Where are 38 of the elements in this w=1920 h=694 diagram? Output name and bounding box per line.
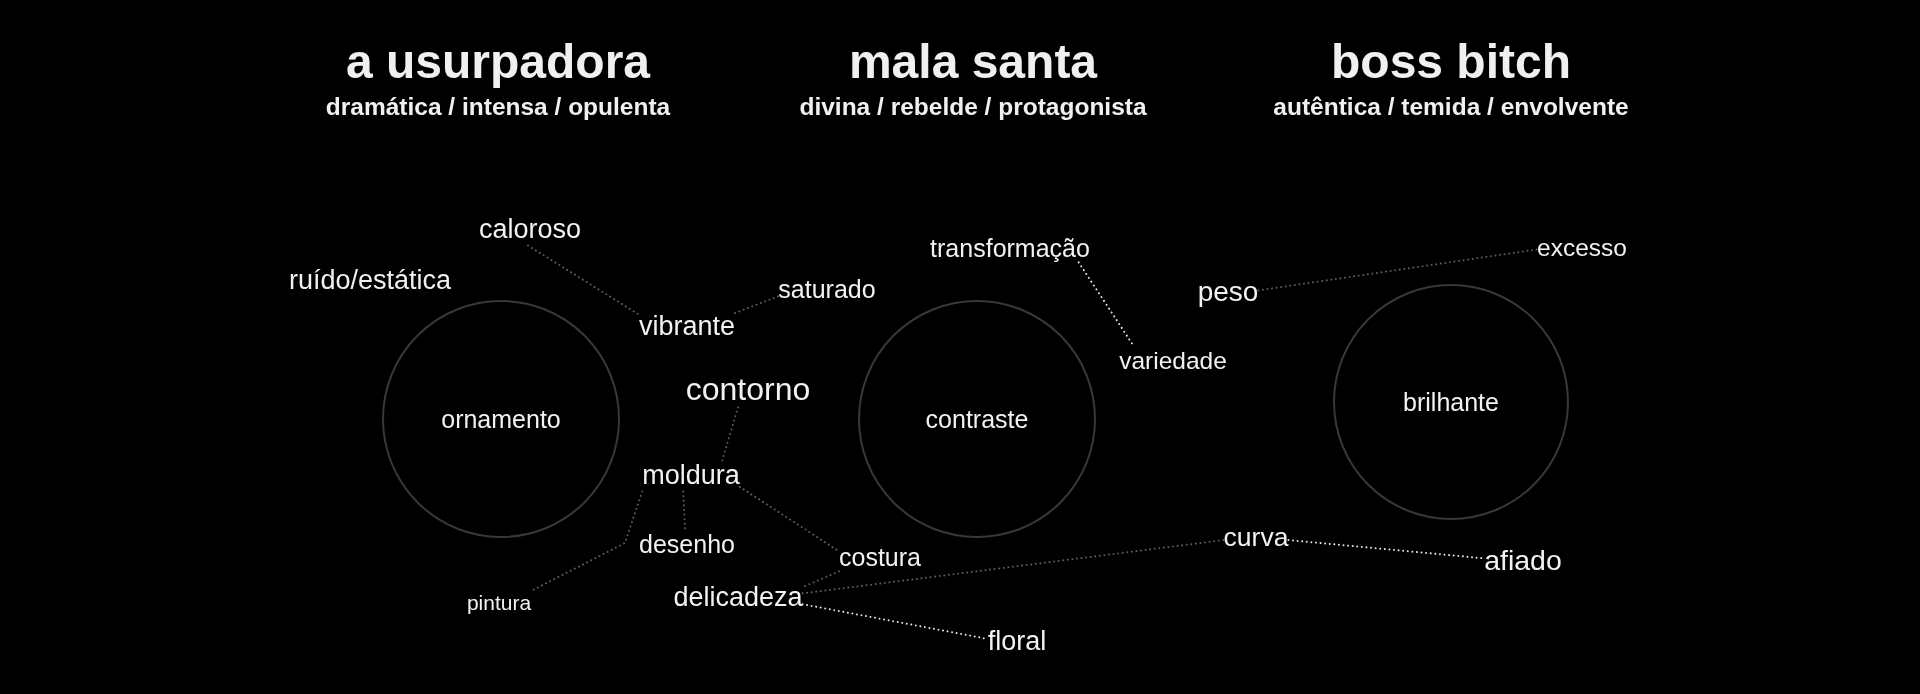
keyword-text: excesso	[1537, 233, 1627, 263]
keyword-text: costura	[839, 542, 921, 572]
keyword-text: desenho	[639, 529, 735, 559]
dotted-connector	[526, 244, 640, 316]
concept-circle	[382, 300, 620, 538]
keyword-text: brilhante	[1403, 387, 1499, 417]
heading: a usurpadora	[345, 35, 651, 89]
keyword-text: ornamento	[441, 404, 561, 434]
dotted-connector	[682, 490, 687, 531]
keyword-text: variedade	[1119, 346, 1227, 376]
keyword-text: curva	[1223, 521, 1289, 553]
keyword-text: contorno	[685, 370, 811, 408]
keyword-text: caloroso	[478, 214, 582, 246]
keyword-text: afiado	[1484, 543, 1562, 577]
dotted-connector	[530, 490, 644, 592]
keyword-text: floral	[987, 626, 1047, 658]
dotted-connector	[738, 485, 840, 553]
subheading: dramática / intensa / opulenta	[325, 93, 671, 121]
subheading: divina / rebelde / protagonista	[799, 93, 1147, 121]
keyword-text: delicadeza	[673, 582, 803, 614]
concept-circle	[1333, 284, 1569, 520]
keyword-text: pintura	[466, 590, 532, 616]
dotted-connector	[801, 570, 840, 589]
keyword-text: peso	[1197, 275, 1259, 309]
keyword-text: contraste	[925, 404, 1029, 434]
heading: mala santa	[848, 35, 1098, 89]
keyword-text: ruído/estática	[288, 266, 452, 296]
dotted-connector	[801, 539, 1225, 595]
concept-circle	[858, 300, 1096, 538]
dotted-connector	[721, 406, 740, 462]
keyword-text: saturado	[778, 274, 876, 304]
heading: boss bitch	[1331, 35, 1571, 89]
keyword-text: transformação	[930, 233, 1090, 263]
dotted-connector	[1257, 248, 1539, 292]
dotted-connector	[734, 295, 780, 315]
keyword-text: vibrante	[638, 311, 736, 343]
keyword-text: moldura	[642, 460, 740, 492]
subheading: autêntica / temida / envolvente	[1273, 93, 1629, 121]
